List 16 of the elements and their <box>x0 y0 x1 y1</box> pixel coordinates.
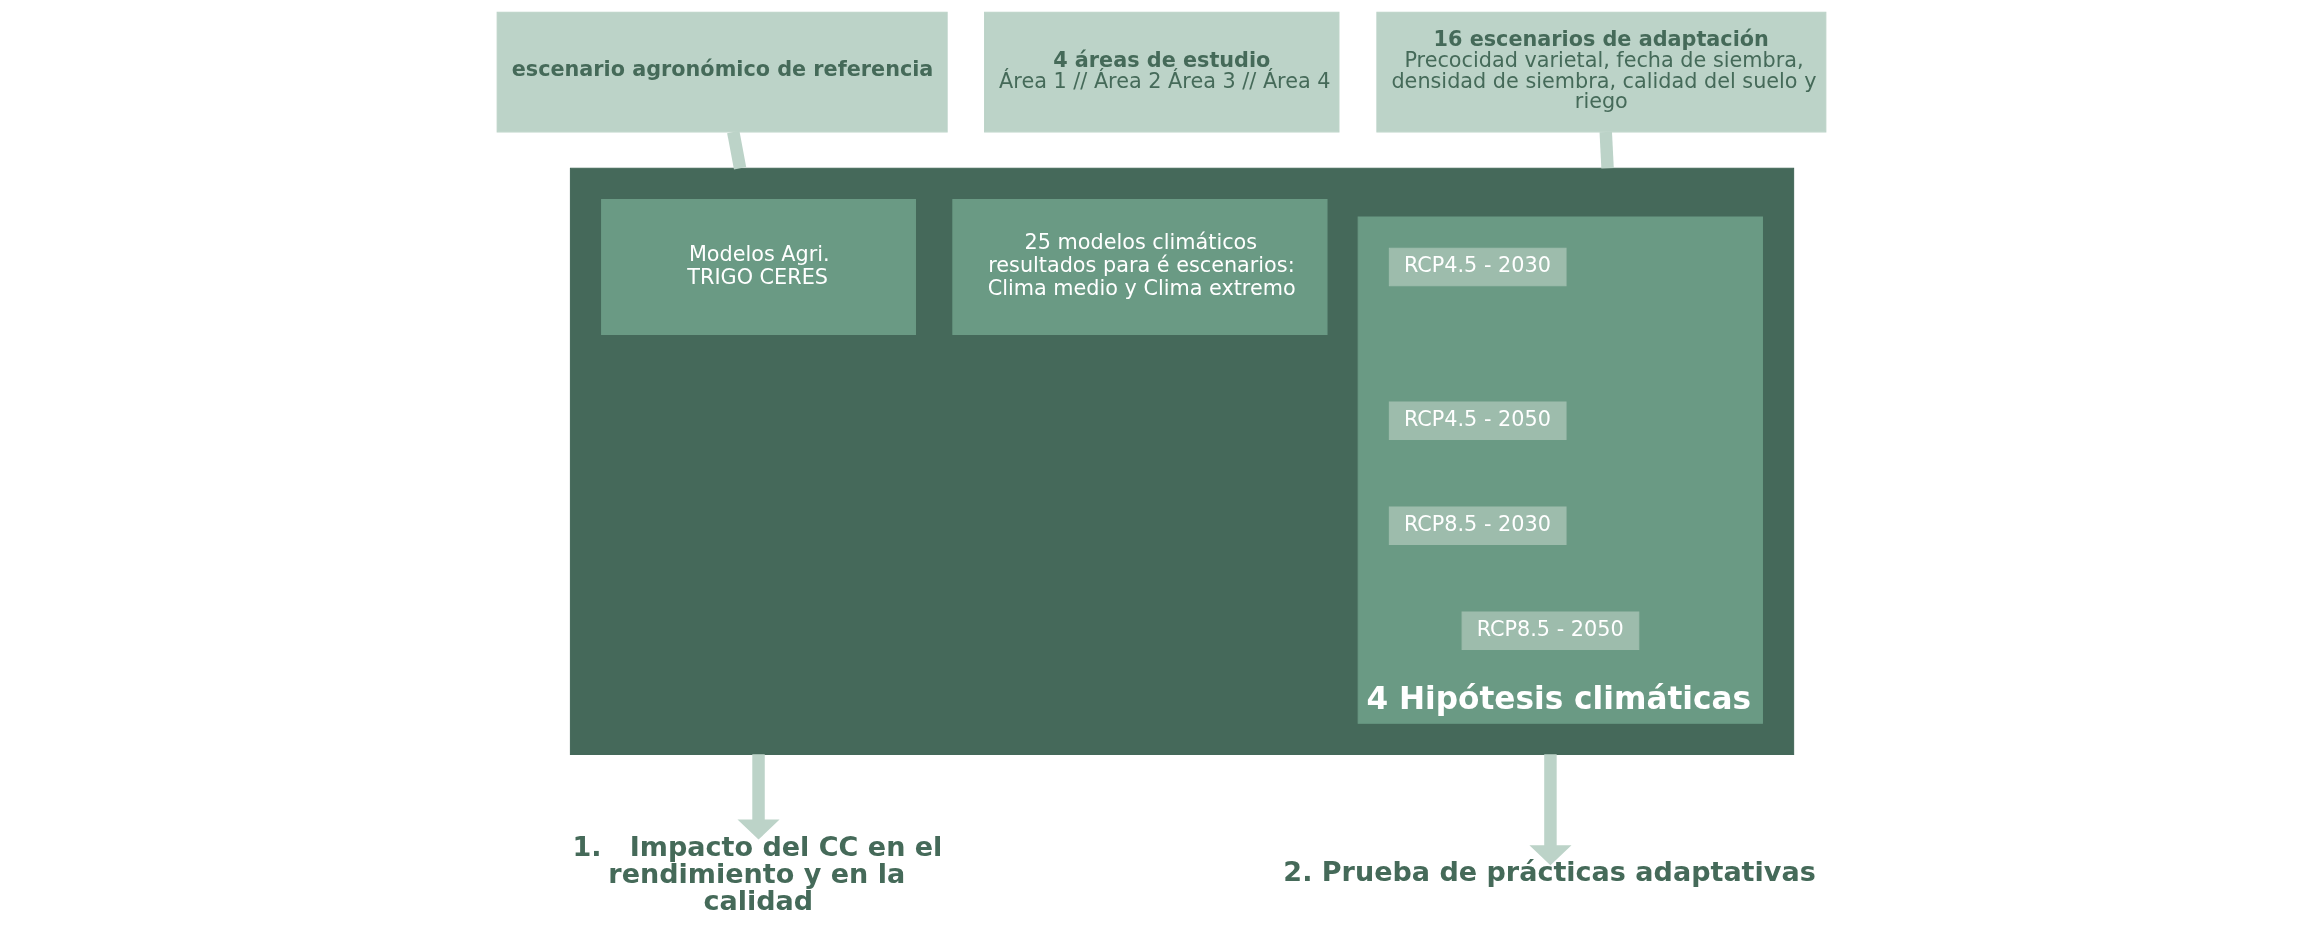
connector <box>1599 131 1614 169</box>
node-box: escenario agronómico de referencia <box>496 11 948 133</box>
node-box: 25 modelos climáticos resultados para é escenarios: Clima medio y Clima extremo <box>952 198 1328 336</box>
node-box: 16 escenarios de adaptación Precocidad varietal, fecha de siembra, densidad de siembra, calidad del suelo y riego <box>1376 11 1827 133</box>
arrow <box>737 754 780 840</box>
node-text: 2. Prueba de prácticas adaptativas <box>1283 856 1816 888</box>
node-text: 1. Impacto del CC en el rendimiento y en la calidad <box>572 831 943 917</box>
node-box: RCP8.5 - 2050 <box>1461 611 1640 650</box>
node-box: RCP4.5 - 2030 <box>1388 247 1567 287</box>
node-box: 4 áreas de estudio Área 1 // Área 2 Área 3 // Área 4 <box>984 11 1340 133</box>
connector <box>727 130 747 170</box>
node-box: Modelos Agri. TRIGO CERES <box>601 198 916 336</box>
node-box: RCP8.5 - 2030 <box>1388 506 1567 545</box>
node-box: RCP4.5 - 2050 <box>1388 401 1567 440</box>
arrow <box>1529 754 1572 866</box>
cluster <box>569 167 1795 755</box>
